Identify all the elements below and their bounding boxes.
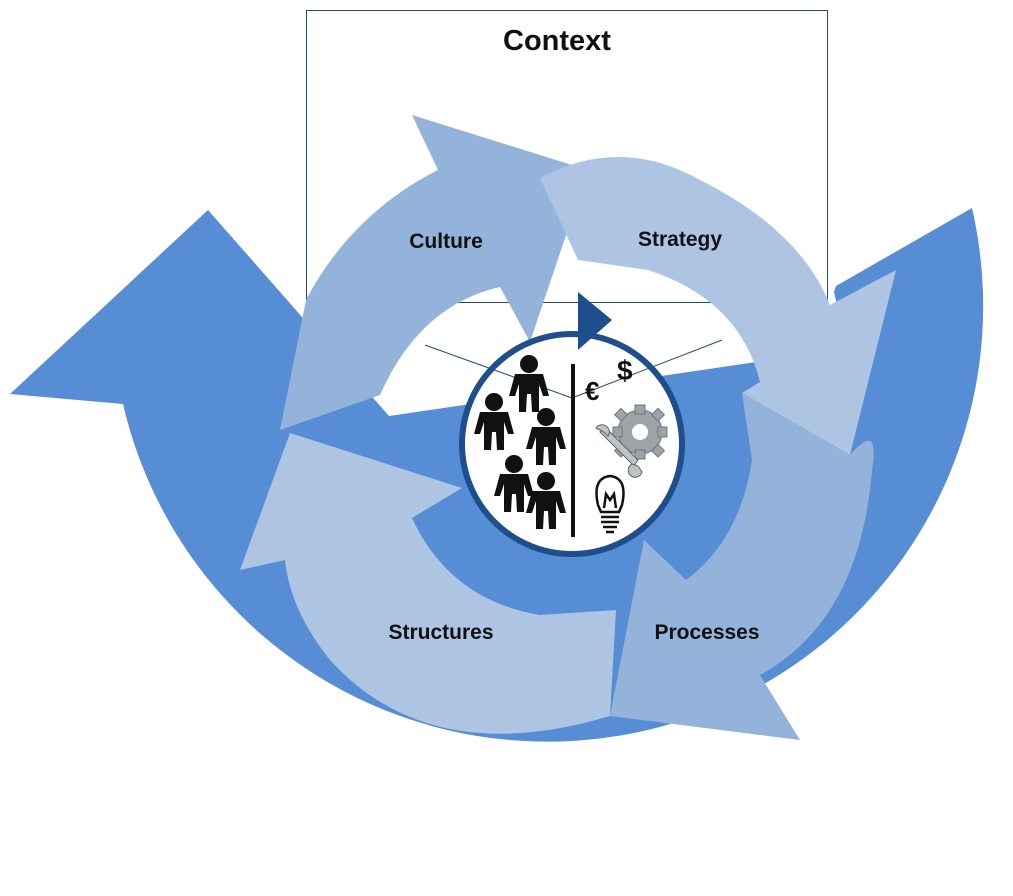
euro-symbol: € bbox=[585, 376, 599, 406]
culture-label: Culture bbox=[409, 230, 483, 253]
context-line-left bbox=[424, 344, 573, 399]
circle-arrowhead-icon bbox=[578, 292, 612, 350]
context-line-right bbox=[571, 339, 723, 399]
culture-arrow bbox=[280, 115, 588, 430]
outer-caption-line1: Organisational competence bbox=[451, 771, 740, 796]
outer-caption-line2: in managing projects bbox=[484, 806, 705, 831]
people-icon bbox=[474, 355, 566, 529]
processes-label: Processes bbox=[654, 621, 759, 644]
gear-wrench-icon bbox=[595, 404, 668, 478]
strategy-arrow bbox=[540, 156, 896, 455]
lightbulb-icon bbox=[595, 474, 625, 534]
dollar-symbol: $ bbox=[617, 355, 633, 386]
structures-arrow bbox=[240, 433, 616, 734]
processes-arrow bbox=[610, 393, 874, 740]
cycle-ring bbox=[240, 115, 896, 740]
context-title: Context bbox=[503, 25, 611, 57]
strategy-label: Strategy bbox=[638, 228, 722, 251]
structures-label: Structures bbox=[388, 621, 493, 644]
